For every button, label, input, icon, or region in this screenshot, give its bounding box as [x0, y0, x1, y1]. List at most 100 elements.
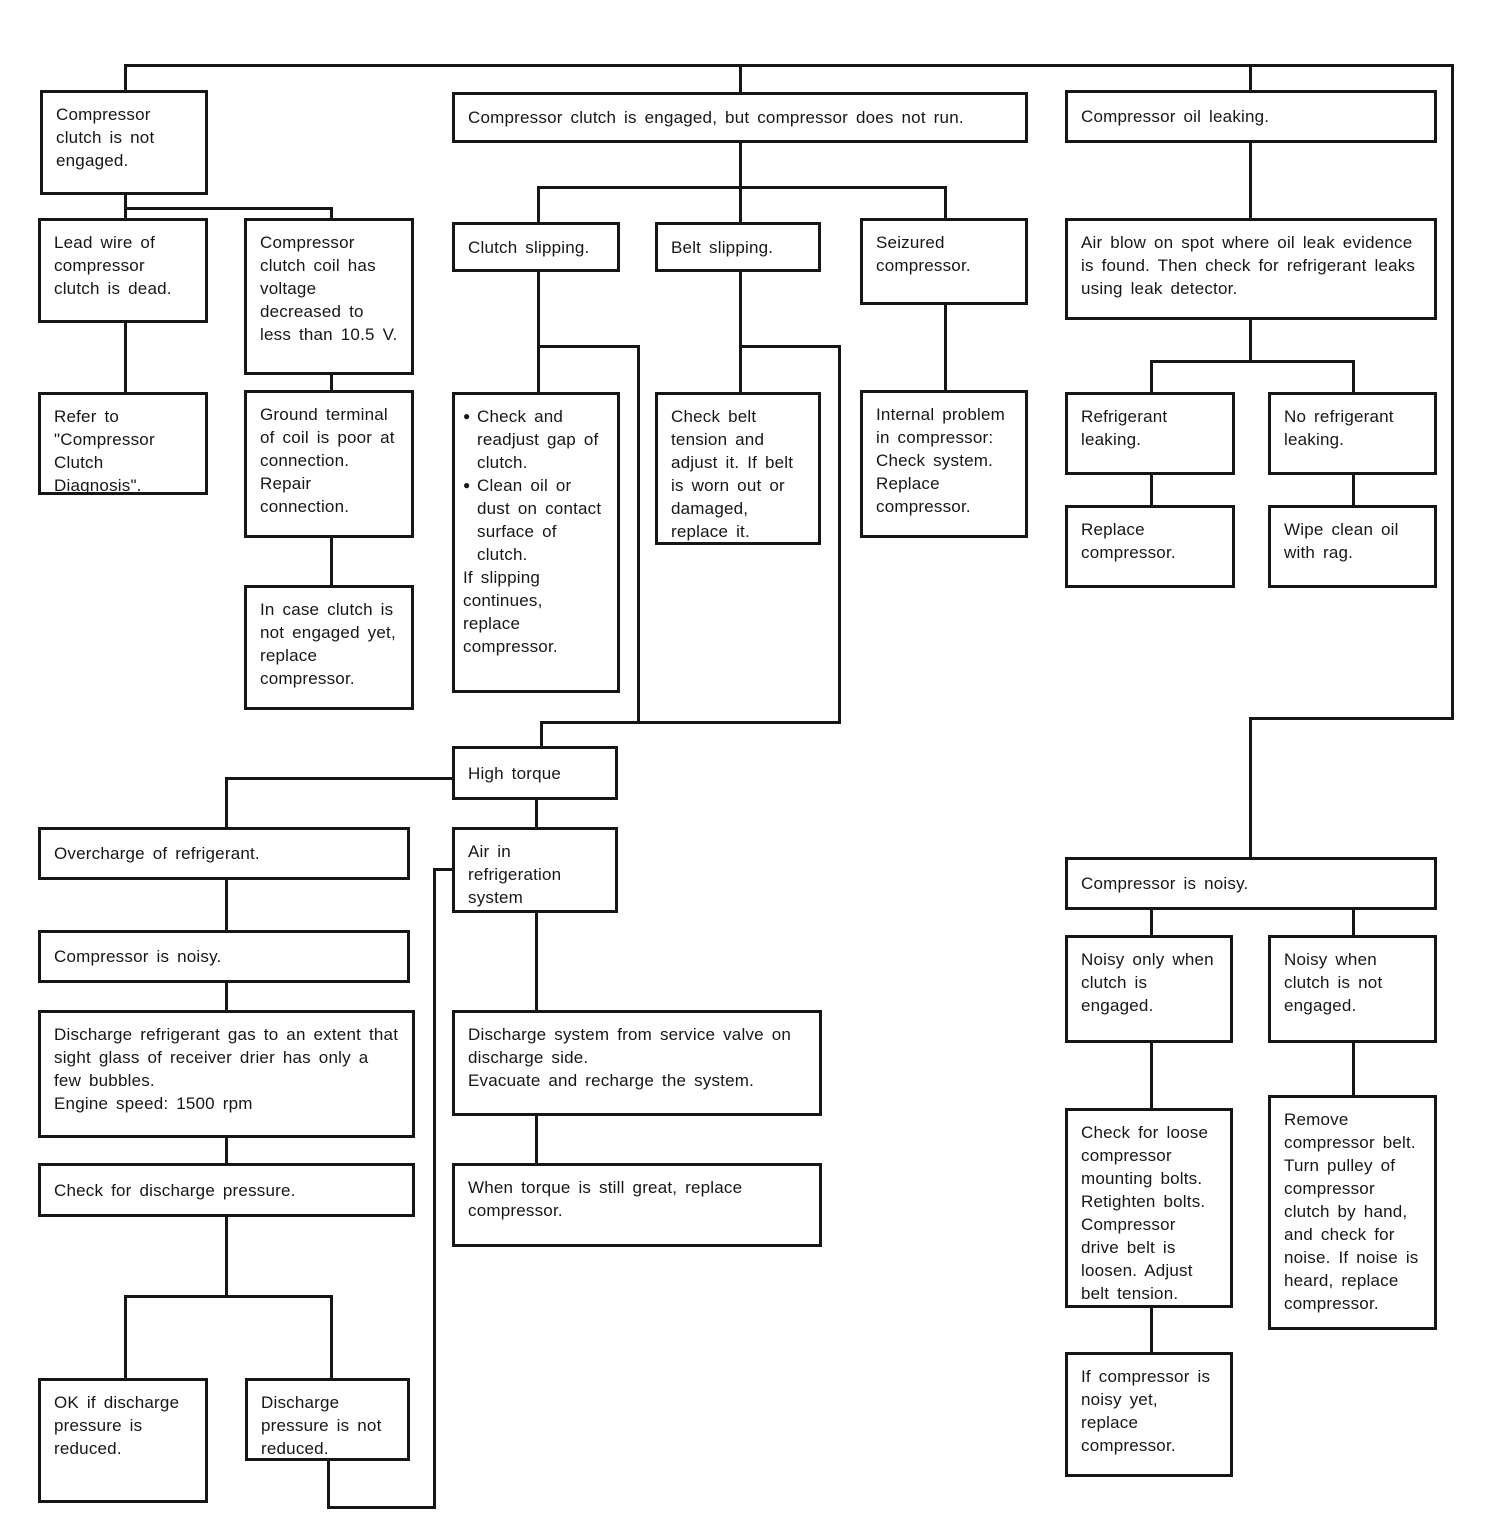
node-discharge-gas: Discharge refrigerant gas to an extent t… — [38, 1010, 415, 1138]
node-replace-compressor: Replace compressor. — [1065, 505, 1235, 588]
node-text: Compressor oil leaking. — [1081, 107, 1270, 126]
connector-line — [739, 186, 742, 222]
connector-line — [330, 207, 333, 218]
node-internal-problem: Internal problem in compressor: Check sy… — [860, 390, 1028, 538]
connector-line — [225, 1138, 228, 1163]
node-text: If slipping continues, replace compresso… — [463, 568, 558, 656]
connector-line — [739, 64, 742, 92]
connector-line — [1150, 910, 1153, 935]
connector-line — [225, 777, 228, 827]
node-oil-leaking: Compressor oil leaking. — [1065, 90, 1437, 143]
node-text: In case clutch is not engaged yet, repla… — [260, 600, 396, 688]
connector-line — [1150, 475, 1153, 505]
connector-line — [1249, 64, 1252, 90]
bullet-item: ● Clean oil or dust on contact surface o… — [463, 474, 607, 566]
connector-line — [327, 1506, 436, 1509]
node-text: Compressor clutch is not engaged. — [56, 105, 155, 170]
connector-line — [330, 1295, 333, 1378]
node-text: If compressor is noisy yet, replace comp… — [1081, 1367, 1211, 1455]
node-discharge-recharge: Discharge system from service valve on d… — [452, 1010, 822, 1116]
node-pressure-not-reduced: Discharge pressure is not reduced. — [245, 1378, 410, 1461]
connector-line — [739, 345, 841, 348]
connector-line — [433, 868, 436, 1509]
connector-line — [637, 345, 640, 724]
node-text: Seizured compressor. — [876, 233, 971, 275]
node-lead-wire-dead: Lead wire of compressor clutch is dead. — [38, 218, 208, 323]
connector-line — [838, 345, 841, 724]
node-clutch-slipping: Clutch slipping. — [452, 222, 620, 272]
connector-line — [1150, 1043, 1153, 1108]
node-text: When torque is still great, replace comp… — [468, 1178, 743, 1220]
bullet-icon: ● — [463, 409, 471, 423]
connector-line — [124, 64, 1454, 67]
node-text: Replace compressor. — [1081, 520, 1176, 562]
node-text: Air in refrigeration system — [468, 842, 562, 907]
connector-line — [944, 305, 947, 390]
node-air-blow-check: Air blow on spot where oil leak evidence… — [1065, 218, 1437, 320]
node-text: Discharge refrigerant gas to an extent t… — [54, 1025, 399, 1113]
node-compressor-noisy-right: Compressor is noisy. — [1065, 857, 1437, 910]
node-noisy-clutch-not-engaged: Noisy when clutch is not engaged. — [1268, 935, 1437, 1043]
node-high-torque: High torque — [452, 746, 618, 800]
node-text: Air blow on spot where oil leak evidence… — [1081, 233, 1416, 298]
node-noisy-clutch-engaged: Noisy only when clutch is engaged. — [1065, 935, 1233, 1043]
node-text: Check for discharge pressure. — [54, 1180, 296, 1200]
node-text: Refer to "Compressor Clutch Diagnosis". — [54, 407, 155, 495]
bullet-icon: ● — [463, 478, 471, 492]
node-overcharge: Overcharge of refrigerant. — [38, 827, 410, 880]
connector-line — [330, 375, 333, 390]
node-compressor-noisy-left: Compressor is noisy. — [38, 930, 410, 983]
node-belt-slipping: Belt slipping. — [655, 222, 821, 272]
connector-line — [944, 186, 947, 218]
node-text: High torque — [468, 763, 562, 783]
connector-line — [1150, 360, 1355, 363]
connector-line — [330, 538, 333, 585]
connector-line — [535, 1116, 538, 1163]
node-check-mounting-bolts: Check for loose compressor mounting bolt… — [1065, 1108, 1233, 1308]
connector-line — [537, 345, 640, 348]
node-check-discharge-pressure: Check for discharge pressure. — [38, 1163, 415, 1217]
node-text: Check belt tension and adjust it. If bel… — [671, 407, 794, 541]
node-text: Compressor clutch coil has voltage decre… — [260, 233, 398, 344]
node-ok-pressure-reduced: OK if discharge pressure is reduced. — [38, 1378, 208, 1503]
connector-line — [124, 1295, 333, 1298]
connector-line — [433, 868, 452, 871]
node-replace-if-not-engaged: In case clutch is not engaged yet, repla… — [244, 585, 414, 710]
connector-line — [225, 1217, 228, 1298]
node-text: No refrigerant leaking. — [1284, 407, 1394, 449]
connector-line — [1249, 320, 1252, 360]
node-refrigerant-leaking: Refrigerant leaking. — [1065, 392, 1235, 475]
connector-line — [327, 1461, 330, 1509]
node-replace-if-still-noisy: If compressor is noisy yet, replace comp… — [1065, 1352, 1233, 1477]
node-air-in-system: Air in refrigeration system — [452, 827, 618, 913]
connector-line — [537, 272, 540, 392]
connector-line — [1150, 360, 1153, 392]
connector-line — [124, 1295, 127, 1378]
node-text: Noisy only when clutch is engaged. — [1081, 950, 1214, 1015]
connector-line — [1352, 910, 1355, 935]
node-text: OK if discharge pressure is reduced. — [54, 1393, 180, 1458]
node-clutch-not-engaged: Compressor clutch is not engaged. — [40, 90, 208, 195]
node-belt-service: Check belt tension and adjust it. If bel… — [655, 392, 821, 545]
connector-line — [1352, 360, 1355, 392]
connector-line — [535, 800, 538, 827]
connector-line — [1249, 717, 1454, 720]
node-refer-clutch-diagnosis: Refer to "Compressor Clutch Diagnosis". — [38, 392, 208, 495]
node-clutch-service: ● Check and readjust gap of clutch. ● Cl… — [452, 392, 620, 693]
connector-line — [739, 272, 742, 392]
connector-line — [1451, 64, 1454, 720]
node-text: Wipe clean oil with rag. — [1284, 520, 1399, 562]
connector-line — [124, 195, 127, 218]
connector-line — [1352, 1043, 1355, 1095]
node-ground-terminal-poor: Ground terminal of coil is poor at conne… — [244, 390, 414, 538]
node-text: Compressor clutch is engaged, but compre… — [468, 108, 964, 127]
connector-line — [537, 186, 540, 222]
connector-line — [225, 983, 228, 1010]
connector-line — [1249, 143, 1252, 218]
connector-line — [540, 721, 543, 746]
connector-line — [1249, 717, 1252, 857]
node-text: Clean oil or dust on contact surface of … — [477, 476, 602, 564]
connector-line — [739, 143, 742, 186]
bullet-item: ● Check and readjust gap of clutch. — [463, 405, 607, 474]
